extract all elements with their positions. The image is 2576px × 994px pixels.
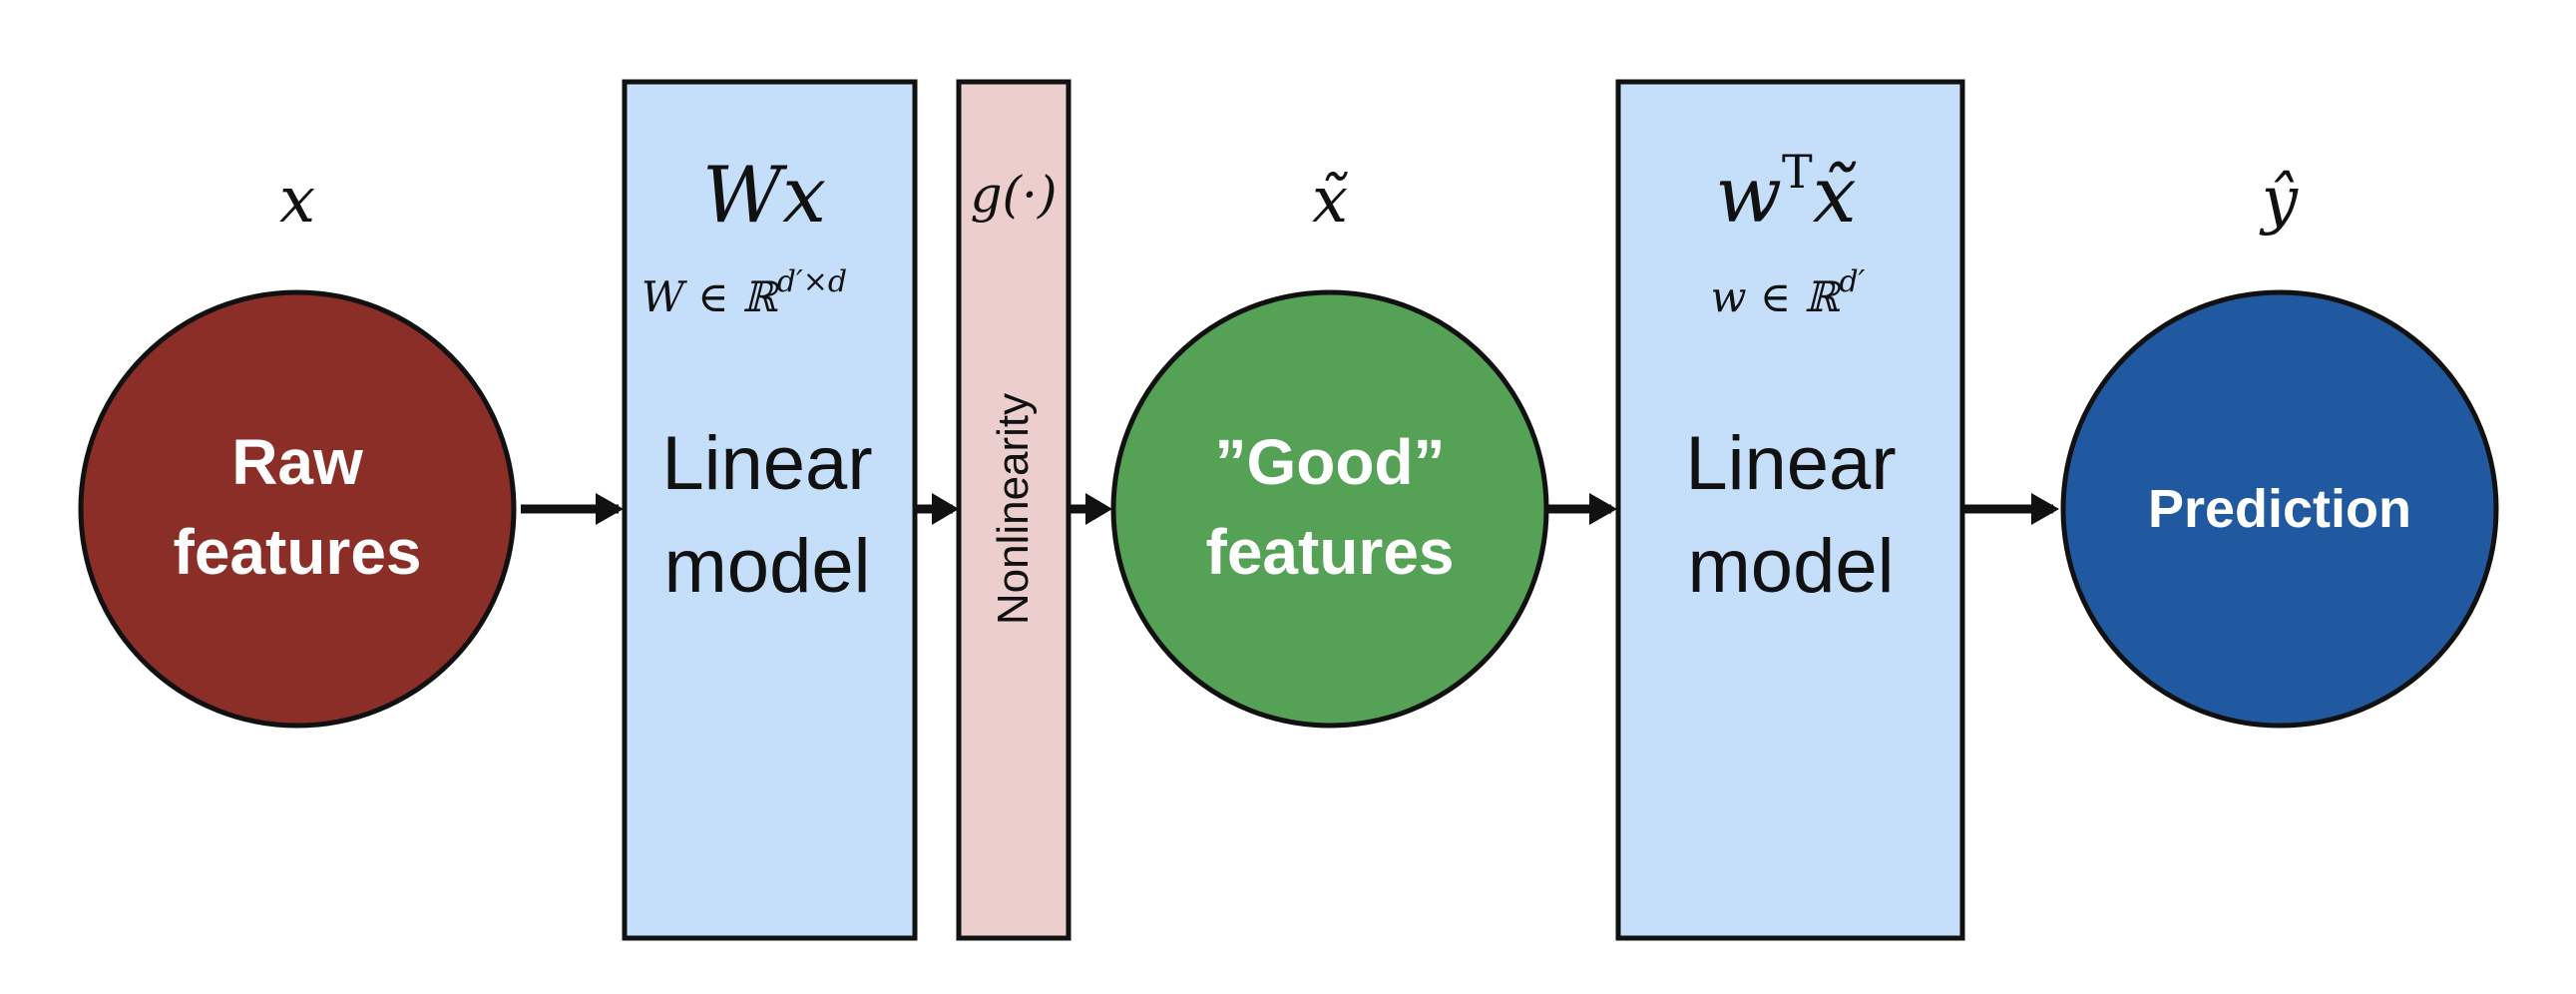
arrowhead-linear2-to-prediction <box>2031 493 2059 525</box>
good-symbol: x̃ <box>1312 164 1349 238</box>
nonlinearity-box <box>956 79 1072 941</box>
good-features-label-line1: ”Good” <box>1214 426 1445 498</box>
linear-model-1-label-line1: Linear <box>661 421 872 506</box>
raw-features-circle <box>78 289 517 729</box>
linear-model-2-param: w ∈ ℝd′ <box>1711 264 1866 321</box>
raw-features-label-line2: features <box>174 516 422 588</box>
nonlinearity-label: Nonlinearity <box>989 393 1038 625</box>
linear-model-1-formula: Wx <box>702 151 826 241</box>
raw-features-label-line1: Raw <box>231 426 363 498</box>
linear-model-2-formula: wTx̃ <box>1715 145 1856 241</box>
good-features-label-line2: features <box>1206 516 1455 588</box>
arrowhead-nonlinearity-to-good <box>1085 493 1112 525</box>
nonlinearity-formula: g(·) <box>971 166 1058 224</box>
prediction-symbol: ŷ <box>2259 164 2299 238</box>
raw-symbol: x <box>279 164 315 238</box>
linear-model-1-param: W ∈ ℝd′×d <box>642 264 847 321</box>
linear-model-2-box <box>1615 79 1965 941</box>
arrowhead-linear1-to-nonlinearity <box>932 493 959 525</box>
linear-model-2-label-line2: model <box>1688 524 1895 609</box>
good-features-circle <box>1110 289 1549 729</box>
arrowhead-good-to-linear2 <box>1589 493 1617 525</box>
linear-model-1-label-line2: model <box>664 524 871 609</box>
linear-model-2-label-line1: Linear <box>1685 421 1896 506</box>
linear-model-1-box <box>622 79 918 941</box>
prediction-label: Prediction <box>2148 479 2411 539</box>
prediction-circle <box>2060 289 2499 729</box>
arrowhead-raw-to-linear1 <box>596 493 624 525</box>
